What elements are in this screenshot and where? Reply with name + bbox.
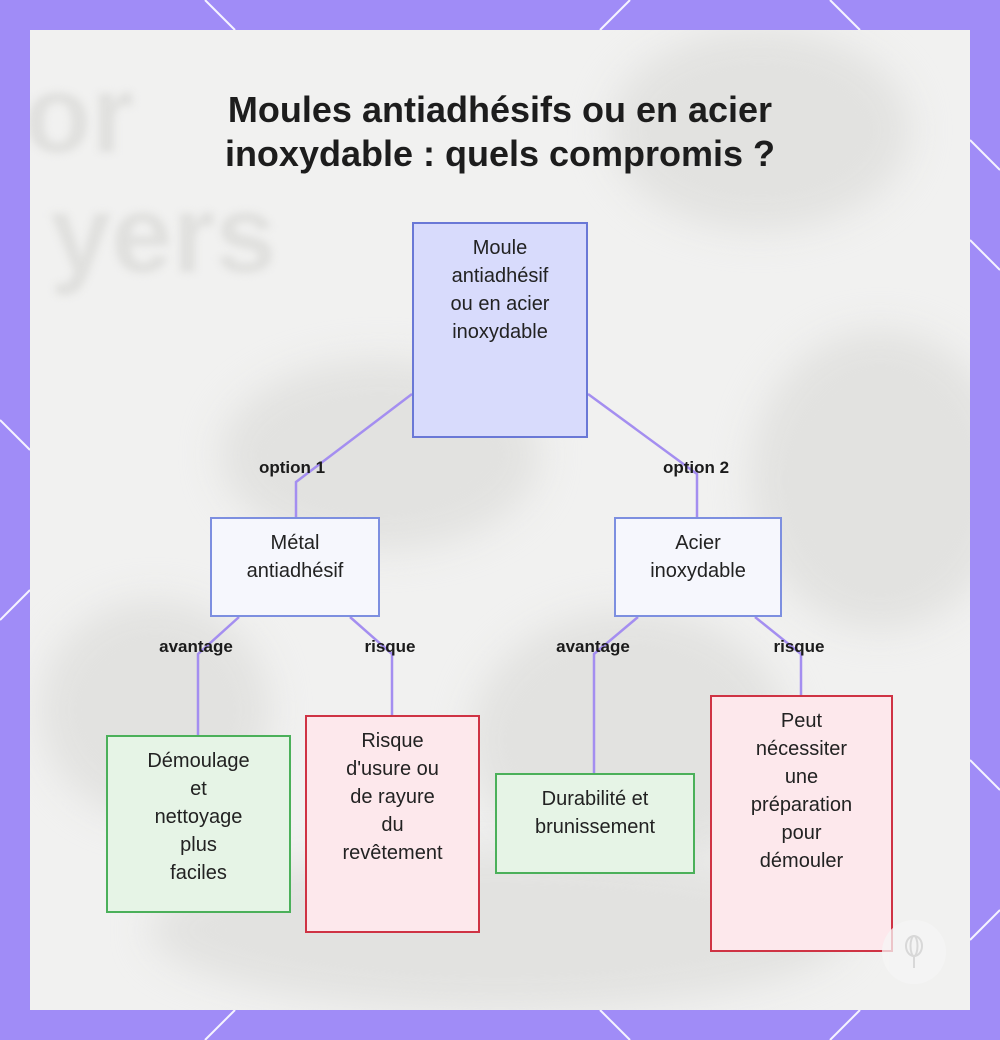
content-panel: or yers Moules antiadhésifs ou en acier … (30, 30, 970, 1010)
node-text: Risque (361, 730, 424, 752)
node-text: antiadhésif (246, 560, 344, 582)
node-text: du (381, 814, 404, 836)
node-text: revêtement (342, 842, 443, 864)
whisk-icon (882, 920, 946, 984)
node-text: et (190, 778, 207, 800)
node-text: d'usure ou (346, 758, 439, 780)
edge-label-option-1: option 1 (258, 458, 326, 477)
node-text: Durabilité et (541, 788, 649, 810)
node-text: inoxydable (650, 560, 746, 582)
node-text: Démoulage (147, 750, 250, 772)
connector-steel-advantage (592, 616, 639, 773)
node-text: Métal (270, 532, 320, 554)
decision-tree-connectors (196, 392, 803, 773)
connector-steel-risk (754, 616, 803, 695)
node-text: antiadhésif (451, 265, 549, 287)
node-text: brunissement (534, 816, 656, 838)
node-text: Peut (780, 710, 823, 732)
node-root-question: Moule antiadhésif ou en acier inoxydable (412, 222, 588, 438)
node-text: de rayure (350, 786, 435, 808)
node-text: une (784, 766, 819, 788)
node-text: plus (180, 834, 217, 856)
node-text: inoxydable (452, 321, 548, 343)
background-ghost-text: yers (50, 173, 277, 296)
background-ghost-text: or (30, 53, 134, 176)
node-nonstick-metal: Métal antiadhésif (210, 517, 380, 617)
node-steel-risk: Peut nécessiter une préparation pour dém… (710, 695, 893, 952)
connector-nonstick-advantage (196, 616, 240, 735)
background-blur (750, 330, 970, 630)
title-line: inoxydable : quels compromis ? (224, 132, 776, 174)
connector-root-option2 (587, 392, 699, 517)
node-text: Acier (675, 532, 721, 554)
node-nonstick-advantage: Démoulage et nettoyage plus faciles (106, 735, 291, 913)
title-line: Moules antiadhésifs ou en acier (227, 89, 773, 130)
node-text: Moule (472, 237, 528, 259)
node-text: faciles (170, 862, 227, 884)
connector-root-option1 (294, 393, 413, 517)
connector-nonstick-risk (349, 616, 394, 715)
edge-label-option-2: option 2 (662, 458, 730, 477)
page-title: Moules antiadhésifs ou en acier inoxydab… (30, 88, 970, 176)
node-text: préparation (750, 794, 853, 816)
edge-label-risk: risque (773, 637, 825, 656)
node-text: nécessiter (755, 738, 848, 760)
node-text: pour (781, 822, 822, 844)
node-nonstick-risk: Risque d'usure ou de rayure du revêtemen… (305, 715, 480, 933)
edge-label-advantage: avantage (556, 637, 630, 656)
edge-label-risk: risque (364, 637, 416, 656)
node-text: démouler (759, 850, 844, 872)
node-stainless-steel: Acier inoxydable (614, 517, 782, 617)
edge-label-advantage: avantage (159, 637, 233, 656)
background-blur (610, 30, 910, 230)
node-steel-advantage: Durabilité et brunissement (495, 773, 695, 874)
node-text: nettoyage (154, 806, 243, 828)
node-text: ou en acier (450, 293, 550, 315)
